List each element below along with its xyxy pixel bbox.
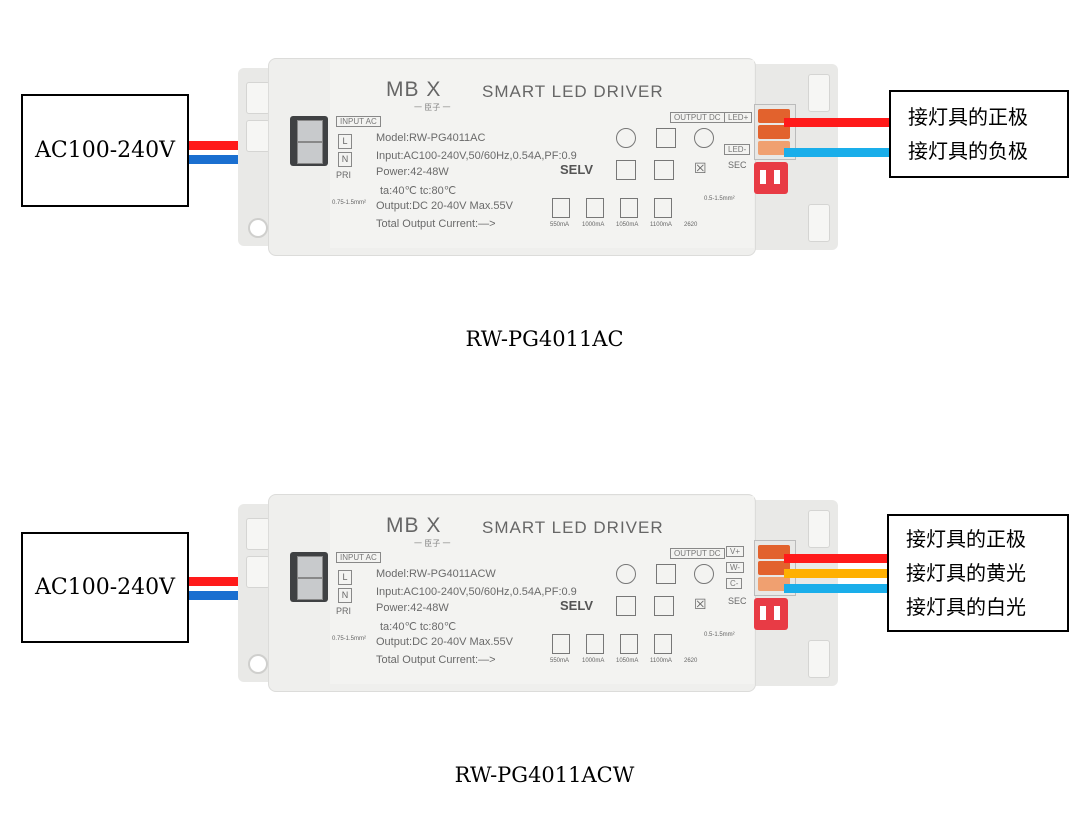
driver-label bbox=[330, 60, 754, 248]
input-tag: INPUT AC bbox=[336, 552, 381, 563]
output-wire-2 bbox=[784, 569, 890, 578]
indoor-icon bbox=[656, 564, 676, 584]
output-wire-3 bbox=[784, 584, 890, 593]
brand-logo: MB X bbox=[386, 78, 442, 101]
selv-mark: SELV bbox=[560, 598, 593, 613]
led-driver: MB X 一 臣子 一 SMART LED DRIVER INPUT AC OU… bbox=[238, 492, 838, 702]
driver-title: SMART LED DRIVER bbox=[482, 82, 664, 101]
output-wire-1 bbox=[784, 118, 890, 127]
output-tag: OUTPUT DC bbox=[670, 112, 725, 123]
lamp-icon bbox=[694, 564, 714, 584]
output-wire-1 bbox=[784, 554, 890, 563]
total-current: Total Output Current:—> bbox=[376, 218, 496, 230]
output-terminal-block bbox=[754, 540, 796, 596]
double-insulation-icon bbox=[654, 160, 674, 180]
weee-icon: ☒ bbox=[694, 596, 707, 612]
total-current: Total Output Current:—> bbox=[376, 654, 496, 666]
weee-icon: ☒ bbox=[694, 160, 707, 176]
driver-title: SMART LED DRIVER bbox=[482, 518, 664, 537]
input-tag: INPUT AC bbox=[336, 116, 381, 127]
ac-input-box: AC100-240V bbox=[21, 94, 189, 207]
caption-ac: RW-PG4011AC bbox=[465, 327, 624, 351]
power-spec: Power:42-48W bbox=[376, 602, 449, 614]
driver-label bbox=[330, 496, 754, 684]
output-label-1: 接灯具的正极 bbox=[906, 527, 1026, 551]
output-label-box: 接灯具的正极 接灯具的黄光 接灯具的白光 bbox=[887, 514, 1069, 632]
diagram-acw: MB X 一 臣子 一 SMART LED DRIVER INPUT AC OU… bbox=[0, 492, 1089, 752]
double-insulation-icon bbox=[654, 596, 674, 616]
diagram-ac: MB X 一 臣子 一 SMART LED DRIVER INPUT AC OU… bbox=[0, 56, 1089, 316]
output-label-1: 接灯具的正极 bbox=[908, 105, 1028, 129]
output-tag: OUTPUT DC bbox=[670, 548, 725, 559]
output-label-2: 接灯具的黄光 bbox=[906, 561, 1026, 585]
lamp-icon bbox=[694, 128, 714, 148]
model-text: Model:RW-PG4011ACW bbox=[376, 568, 496, 580]
indoor-icon bbox=[656, 128, 676, 148]
dip-switch bbox=[754, 598, 788, 630]
power-spec: Power:42-48W bbox=[376, 166, 449, 178]
input-terminal-block bbox=[290, 116, 328, 166]
caption-acw: RW-PG4011ACW bbox=[454, 763, 635, 787]
cert-icon bbox=[616, 564, 636, 584]
temp-spec: ta:40℃ tc:80℃ bbox=[380, 185, 457, 197]
temp-spec: ta:40℃ tc:80℃ bbox=[380, 621, 457, 633]
output-label-2: 接灯具的负极 bbox=[908, 139, 1028, 163]
led-driver: MB X 一 臣子 一 SMART LED DRIVER INPUT AC OU… bbox=[238, 56, 838, 266]
cert-icon bbox=[616, 128, 636, 148]
brand-logo: MB X bbox=[386, 514, 442, 537]
output-terminal-block bbox=[754, 104, 796, 160]
model-text: Model:RW-PG4011AC bbox=[376, 132, 486, 144]
ac-input-box: AC100-240V bbox=[21, 532, 189, 643]
dip-switch bbox=[754, 162, 788, 194]
class-icon bbox=[616, 596, 636, 616]
output-spec: Output:DC 20-40V Max.55V bbox=[376, 200, 513, 212]
input-spec: Input:AC100-240V,50/60Hz,0.54A,PF:0.9 bbox=[376, 150, 577, 162]
input-terminal-block bbox=[290, 552, 328, 602]
class-icon bbox=[616, 160, 636, 180]
output-label-3: 接灯具的白光 bbox=[906, 595, 1026, 619]
selv-mark: SELV bbox=[560, 162, 593, 177]
input-spec: Input:AC100-240V,50/60Hz,0.54A,PF:0.9 bbox=[376, 586, 577, 598]
output-spec: Output:DC 20-40V Max.55V bbox=[376, 636, 513, 648]
output-label-box: 接灯具的正极 接灯具的负极 bbox=[889, 90, 1069, 178]
output-wire-2 bbox=[784, 148, 890, 157]
